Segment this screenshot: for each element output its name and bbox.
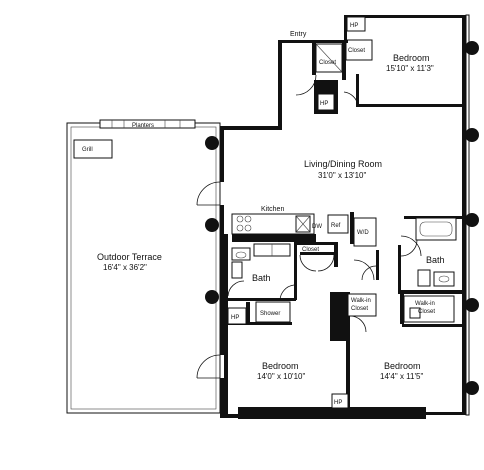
- closet-top-1-label: Closet: [319, 60, 336, 66]
- bath-left-label: Bath: [252, 273, 271, 283]
- terrace-dim: 16'4" x 36'2": [103, 263, 147, 272]
- terrace-name: Outdoor Terrace: [97, 252, 162, 262]
- shower-label: Shower: [260, 311, 280, 317]
- columns: [205, 41, 479, 395]
- hall-closet: Closet: [299, 247, 335, 272]
- bedroom-top-dim: 15'10" x 11'3": [386, 64, 434, 73]
- living-dim: 31'0" x 13'10": [318, 171, 366, 180]
- planters-label: Planters: [132, 123, 154, 129]
- walkin-center-label: Walk-in Closet: [351, 298, 372, 312]
- bedroom-left-name: Bedroom: [262, 361, 299, 371]
- bath-right: Bath: [400, 217, 457, 287]
- kitchen: Kitchen DW Ref: [231, 206, 354, 257]
- bath-right-label: Bath: [426, 255, 445, 265]
- bedroom-right-dim: 14'4" x 11'5": [380, 372, 423, 381]
- walkin-closet-right: Walk-in Closet: [403, 295, 455, 323]
- hp-entry-label: HP: [320, 101, 328, 107]
- entry-label: Entry: [290, 31, 307, 38]
- closet-top-2-label: Closet: [348, 48, 365, 54]
- hp-bath-label: HP: [231, 315, 239, 321]
- walkin-right-label: Walk-in Closet: [415, 301, 436, 315]
- bedroom-right-name: Bedroom: [384, 361, 421, 371]
- walkin-closet-center: Walk-in Closet: [347, 259, 377, 333]
- planters: Planters: [99, 119, 196, 129]
- grill: Grill: [73, 139, 113, 159]
- bath-left: Bath Shower HP: [227, 247, 295, 325]
- terrace-doors: [196, 181, 221, 379]
- wd-label: W/D: [357, 230, 369, 236]
- closet-hall-label: Closet: [302, 247, 319, 253]
- hp-bottom: HP: [331, 393, 349, 409]
- dw-label: DW: [312, 224, 322, 230]
- bedroom-top-name: Bedroom: [393, 53, 430, 63]
- bedroom-left-dim: 14'0" x 10'10": [257, 372, 305, 381]
- kitchen-label: Kitchen: [261, 206, 284, 213]
- grill-label: Grill: [82, 147, 93, 153]
- entry-block: HP Closet Closet HP Entry: [290, 16, 373, 114]
- washer-dryer: W/D: [353, 217, 377, 247]
- living-name: Living/Dining Room: [304, 159, 382, 169]
- hp-top-label: HP: [350, 23, 358, 29]
- hp-bottom-label: HP: [334, 400, 342, 406]
- ref-label: Ref: [331, 223, 341, 229]
